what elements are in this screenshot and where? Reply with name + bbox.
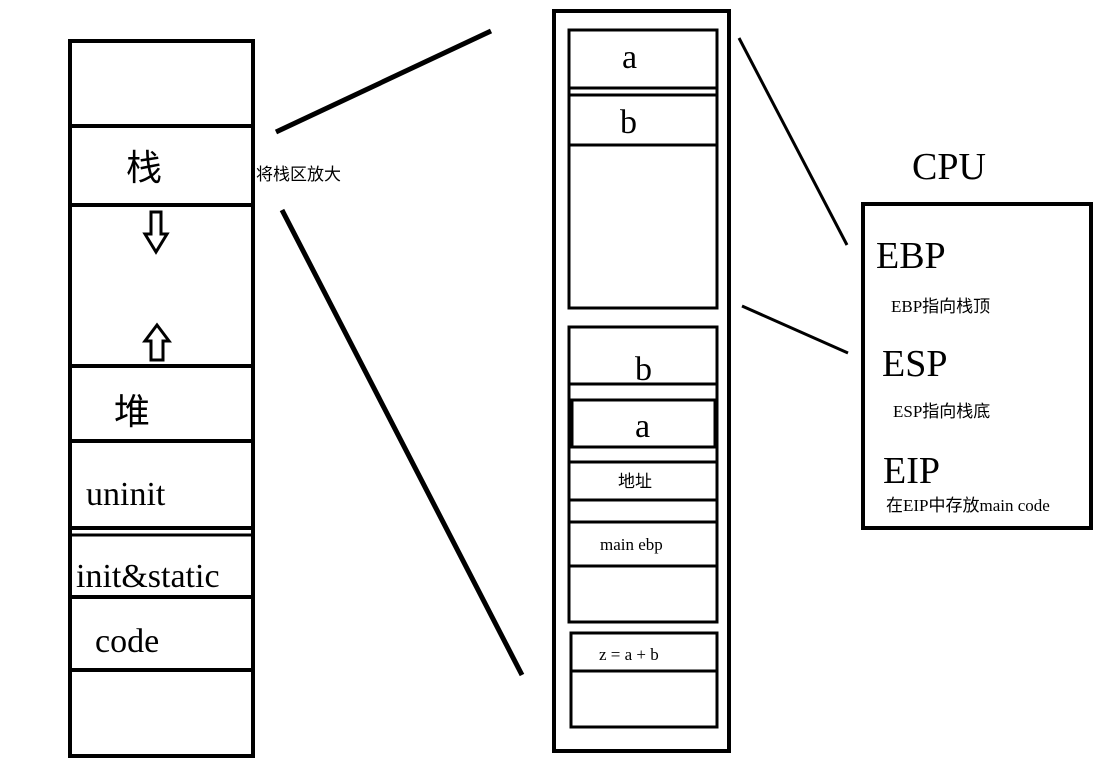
zoom-line-top [274, 28, 493, 135]
code-segment-label: code [95, 623, 159, 660]
zoom-label: 将栈区放大 [256, 165, 341, 184]
memory-layout-column [68, 39, 255, 758]
stack-grows-down-arrow-icon [142, 210, 170, 255]
cpu-box [861, 202, 1093, 530]
stack-segment-label: 栈 [126, 148, 162, 188]
frame3-expression: z = a + b [599, 645, 659, 664]
ebp-register-label: EBP [876, 235, 946, 277]
eip-register-note: 在EIP中存放main code [886, 496, 1050, 515]
zoom-line-bottom [279, 208, 525, 677]
esp-register-label: ESP [882, 343, 947, 385]
frame2-var-b: b [635, 351, 652, 388]
esp-register-note: ESP指向栈底 [893, 402, 990, 421]
stack-zoom-outer-box [552, 9, 731, 753]
ebp-pointer-line [737, 37, 849, 246]
slot-a [570, 398, 717, 449]
frame2-return-address: 地址 [618, 472, 652, 491]
ebp-register-note: EBP指向栈顶 [891, 297, 990, 316]
eip-register-label: EIP [883, 450, 940, 492]
uninit-segment-label: uninit [86, 476, 166, 513]
frame2-main-ebp: main ebp [600, 535, 663, 554]
stack-zoom-column [552, 9, 731, 753]
stack-frame-1 [567, 28, 719, 310]
frame2-var-a: a [635, 408, 650, 445]
heap-grows-up-arrow-icon [142, 322, 172, 362]
frame1-var-a: a [622, 39, 637, 76]
esp-pointer-line [741, 304, 849, 355]
memory-outer-box [68, 39, 255, 758]
frame1-var-b: b [620, 104, 637, 141]
stack-frame-2 [567, 325, 719, 624]
cpu-title: CPU [912, 146, 986, 188]
init-static-segment-label: init&static [76, 558, 220, 595]
stack-frame-3 [569, 631, 719, 729]
heap-segment-label: 堆 [114, 392, 150, 432]
